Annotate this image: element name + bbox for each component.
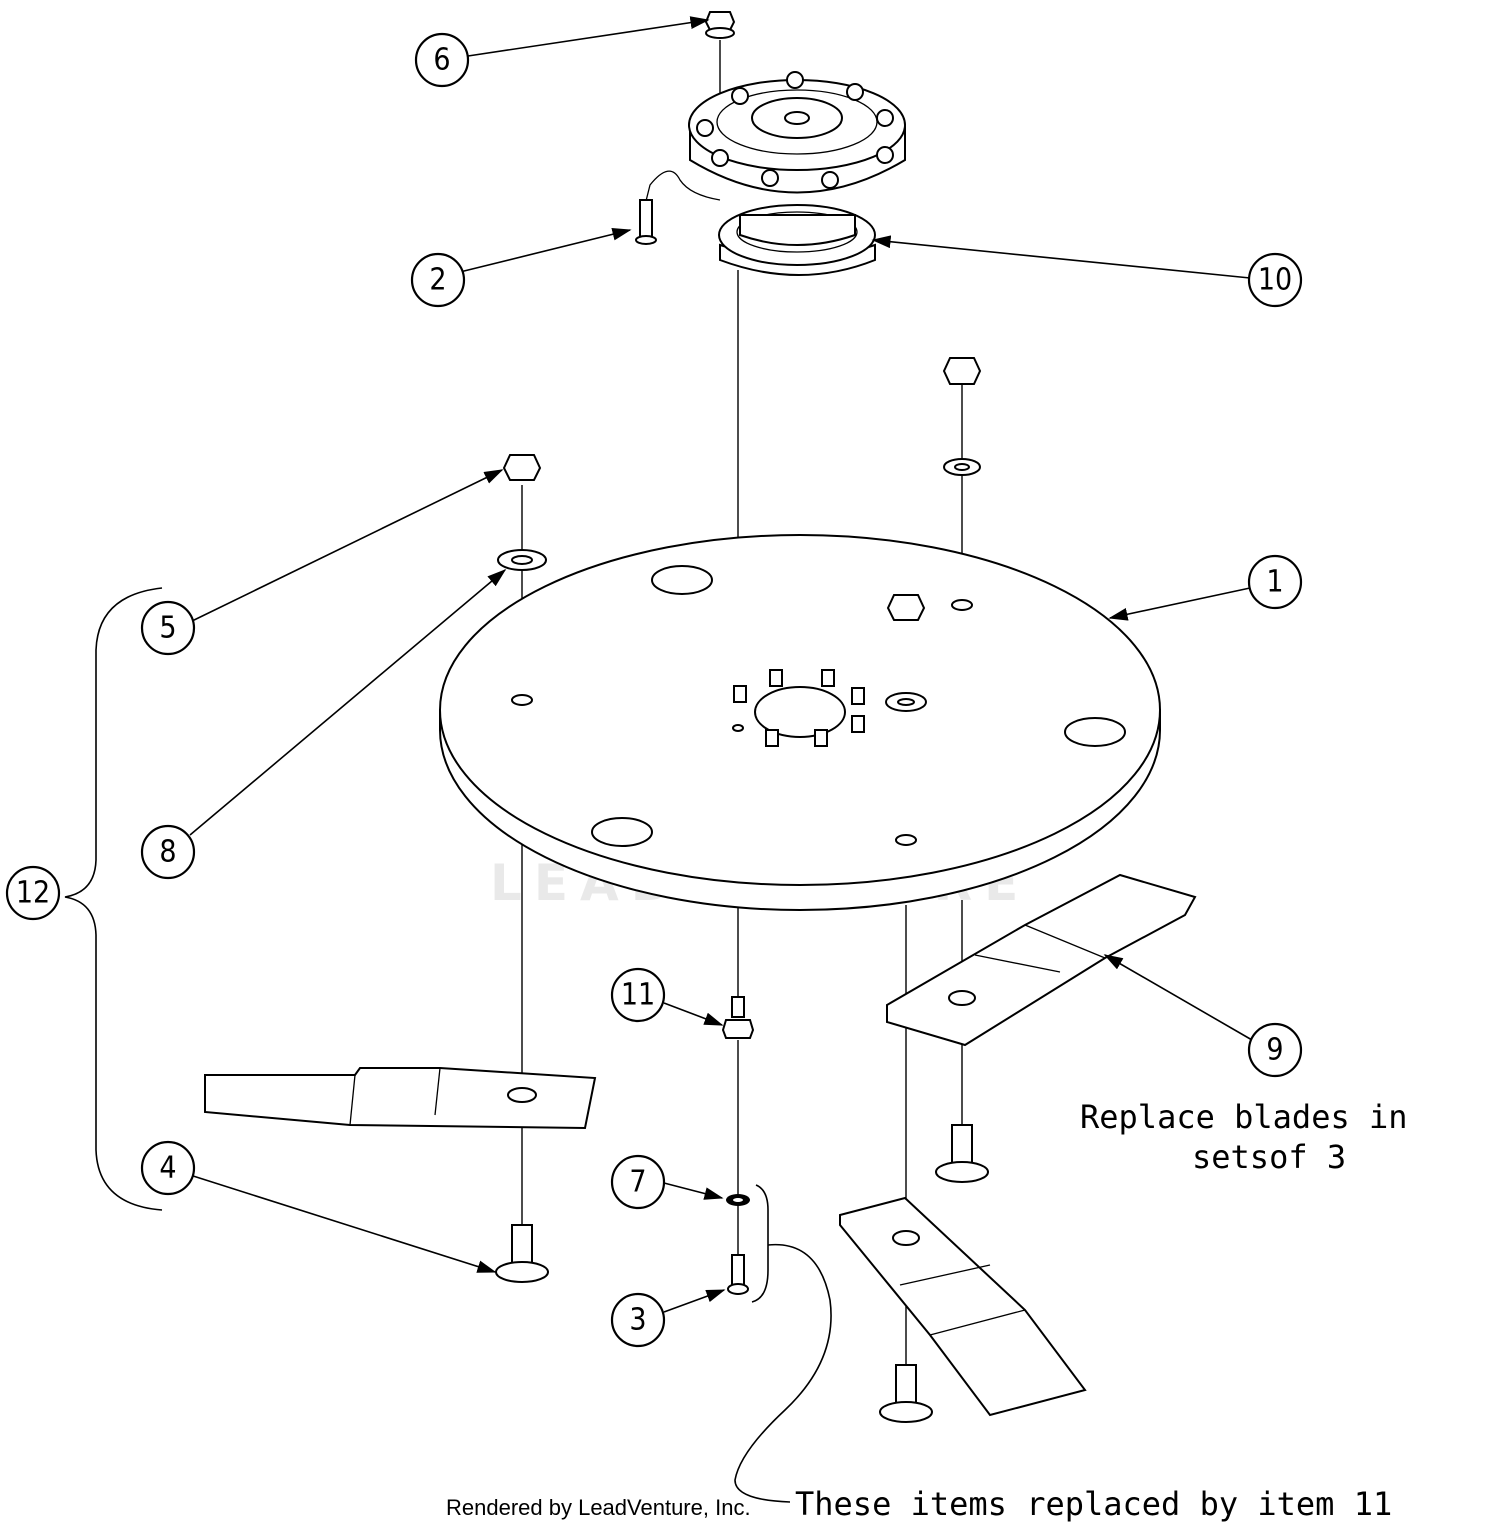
note-replace-blades-line1: Replace blades in xyxy=(1080,1098,1408,1136)
blade-right xyxy=(886,873,1197,1047)
callout-8[interactable]: 8 xyxy=(140,824,196,880)
svg-text:2: 2 xyxy=(429,263,446,298)
washer-center xyxy=(885,692,927,712)
spindle-hub-assembly xyxy=(644,71,906,276)
callout-3[interactable]: 3 xyxy=(610,1292,666,1348)
flange-bolt-item-11 xyxy=(721,996,755,1039)
svg-text:1: 1 xyxy=(1266,565,1283,600)
blade-bottom xyxy=(839,1196,1087,1417)
svg-text:8: 8 xyxy=(159,835,176,870)
callout-7[interactable]: 7 xyxy=(610,1154,666,1210)
washer-left xyxy=(497,549,547,571)
note-replace-blades-line2: setsof 3 xyxy=(1192,1138,1346,1176)
washer-right xyxy=(943,458,981,476)
svg-text:10: 10 xyxy=(1258,263,1292,298)
svg-text:5: 5 xyxy=(159,611,176,646)
svg-text:4: 4 xyxy=(159,1151,176,1186)
screw-item-3 xyxy=(727,1254,749,1295)
hex-nut-center xyxy=(886,594,926,621)
callout-9[interactable]: 9 xyxy=(1247,1022,1303,1078)
svg-text:9: 9 xyxy=(1266,1033,1283,1068)
svg-text:11: 11 xyxy=(621,978,655,1013)
callout-12[interactable]: 12 xyxy=(5,865,61,921)
lock-washer-item-7 xyxy=(726,1194,750,1206)
callout-11[interactable]: 11 xyxy=(610,967,666,1023)
svg-text:6: 6 xyxy=(433,43,450,78)
callout-2[interactable]: 2 xyxy=(410,252,466,308)
svg-text:12: 12 xyxy=(16,876,50,911)
svg-text:3: 3 xyxy=(629,1303,646,1338)
flange-nut-top xyxy=(704,11,736,39)
callout-5[interactable]: 5 xyxy=(140,600,196,656)
leader-lines xyxy=(64,16,1253,1503)
render-credit: Rendered by LeadVenture, Inc. xyxy=(446,1495,751,1520)
svg-text:7: 7 xyxy=(629,1165,646,1200)
blade-left xyxy=(204,1067,597,1130)
blade-bolt-left xyxy=(495,1224,549,1283)
blade-bolt-bottom xyxy=(879,1364,933,1423)
hex-nut-right xyxy=(942,357,982,385)
callout-4[interactable]: 4 xyxy=(140,1140,196,1196)
callout-6[interactable]: 6 xyxy=(414,32,470,88)
cutter-disc xyxy=(439,534,1161,911)
shoulder-pin xyxy=(635,199,657,245)
note-items-replaced: These items replaced by item 11 xyxy=(795,1485,1392,1523)
callout-1[interactable]: 1 xyxy=(1247,554,1303,610)
hex-nut-left xyxy=(502,454,542,481)
blade-bolt-right xyxy=(935,1124,989,1183)
callout-10[interactable]: 10 xyxy=(1247,252,1303,308)
